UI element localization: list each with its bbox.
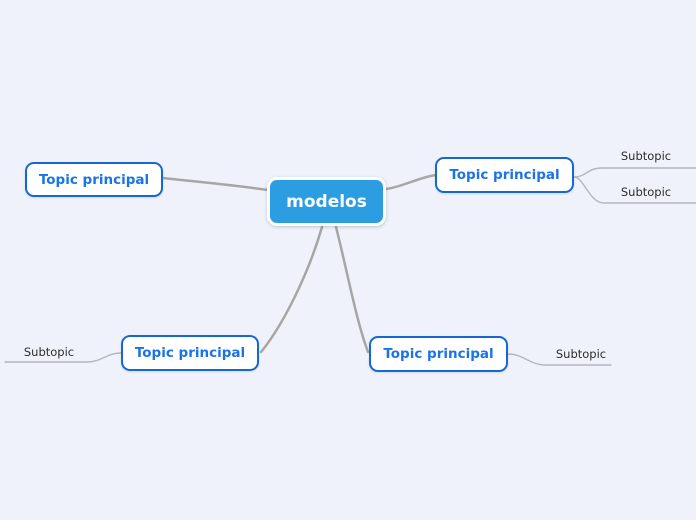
topic-node-bottom-right[interactable]: Topic principal [369,336,508,372]
subtopic-top-right-1[interactable]: Subtopic [620,149,672,163]
topic-node-bottom-left[interactable]: Topic principal [121,335,259,371]
subtopic-bottom-right[interactable]: Subtopic [555,347,607,361]
topic-node-top-left[interactable]: Topic principal [25,162,163,197]
subtopic-bottom-left[interactable]: Subtopic [23,345,75,359]
connector-root-top-left [161,176,270,192]
subtopic-top-right-2[interactable]: Subtopic [620,185,672,199]
connector-root-bottom-right [334,225,370,354]
topic-node-top-right[interactable]: Topic principal [435,157,574,193]
branch-top-right-subtopic-2 [573,176,696,204]
connector-root-top-right [384,173,438,191]
branch-bottom-left-subtopic [4,352,122,363]
branch-bottom-right-subtopic [507,353,612,366]
root-node[interactable]: modelos [267,177,386,226]
branch-top-right-subtopic-1 [573,167,696,178]
connector-root-bottom-left [259,225,324,354]
